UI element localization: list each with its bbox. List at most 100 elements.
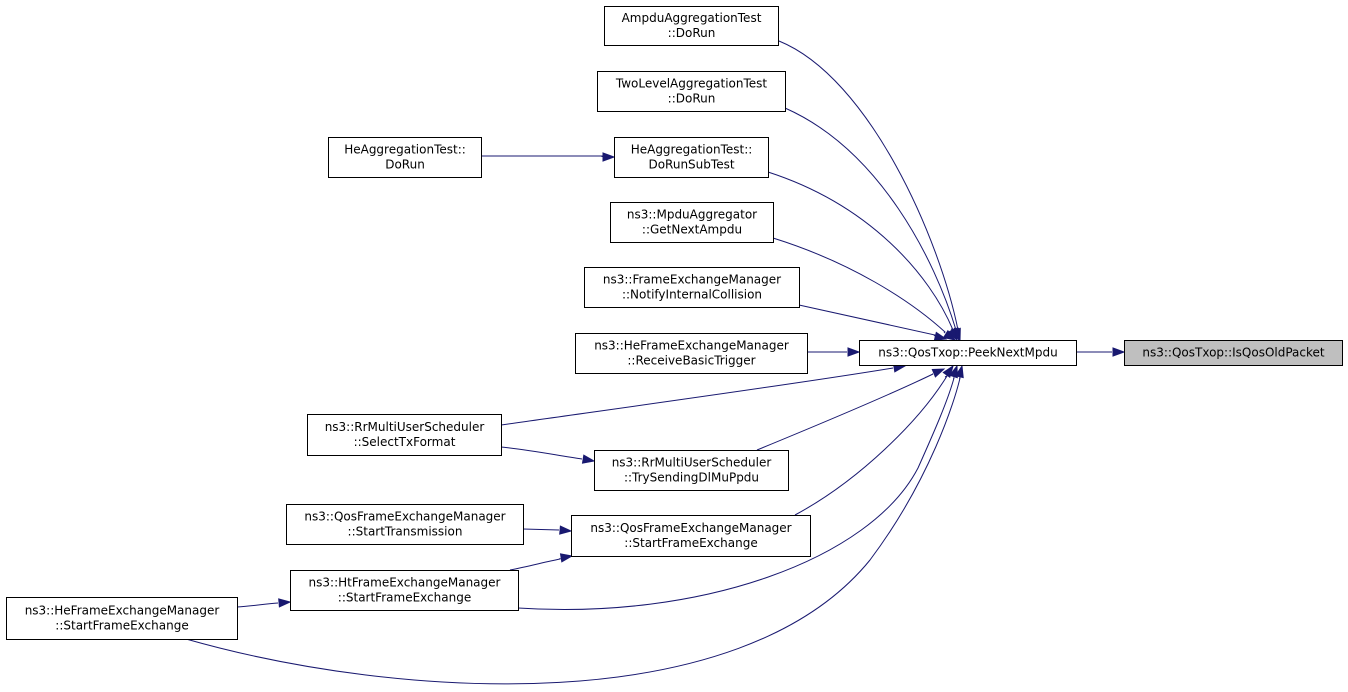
node-label: ns3::QosTxop::PeekNextMpdu [878,346,1057,360]
node-box [328,137,482,178]
node-label: ::ReceiveBasicTrigger [627,354,755,368]
edge-line [236,602,279,608]
edge-fem_notify-to-peek_next [798,304,948,341]
node-label: ::StartFrameExchange [55,619,188,633]
node-he-fem-start-fx[interactable]: ns3::HeFrameExchangeManager::StartFrameE… [6,597,238,640]
node-label: ns3::HtFrameExchangeManager [309,576,501,590]
edges-layer [185,40,1126,685]
edge-line [500,367,894,426]
node-label: ns3::HeFrameExchangeManager [25,604,220,618]
arrowhead-icon [559,525,573,535]
node-box [286,504,524,545]
edge-peek_next-to-qos_is_old [1076,347,1126,357]
node-box [597,71,786,112]
arrowhead-icon [602,152,616,162]
edge-qos_fem_start_fx-to-peek_next [794,364,954,516]
node-box [859,340,1077,366]
node-twolevel-test[interactable]: TwoLevelAggregationTest::DoRun [597,71,786,112]
node-box [1124,340,1343,366]
node-fem-notify[interactable]: ns3::FrameExchangeManager::NotifyInterna… [584,267,800,308]
node-label: ns3::QosTxop::IsQosOldPacket [1142,346,1325,360]
arrowhead-icon [278,598,292,608]
node-peek-next[interactable]: ns3::QosTxop::PeekNextMpdu [859,340,1077,366]
arrowhead-icon [1112,347,1126,357]
arrowhead-icon [559,553,574,563]
node-label: ::StartTransmission [348,525,463,539]
node-he-agg-dorun[interactable]: HeAggregationTest::DoRun [328,137,482,178]
edge-rr_try-to-peek_next [756,368,946,451]
node-label: TwoLevelAggregationTest [615,77,768,91]
arrowhead-icon [581,454,596,464]
node-label: ::NotifyInternalCollision [622,288,762,302]
node-ampdu-test[interactable]: AmpduAggregationTest::DoRun [604,6,779,46]
node-box [584,267,800,308]
edge-he_agg_subtest-to-peek_next [767,171,958,342]
node-box [571,515,811,557]
arrowhead-icon [847,347,861,357]
edge-he_fem_start_fx-to-ht_fem_start_fx [236,598,292,608]
node-label: ns3::HeFrameExchangeManager [594,339,789,353]
node-label: ::DoRun [668,92,716,106]
node-box [290,570,519,611]
node-label: AmpduAggregationTest [622,11,762,25]
node-label: ::TrySendingDlMuPpdu [624,471,759,485]
edge-line [481,155,603,157]
arrowhead-icon [931,368,946,378]
node-qos-fem-start-fx[interactable]: ns3::QosFrameExchangeManager::StartFrame… [571,515,811,557]
node-rr-select[interactable]: ns3::RrMultiUserScheduler::SelectTxForma… [307,414,502,456]
node-he-agg-subtest[interactable]: HeAggregationTest::DoRunSubTest [614,137,769,178]
edge-he_fem_start_fx-to-peek_next [185,364,964,685]
edge-line [772,237,946,334]
node-label: ::SelectTxFormat [354,435,456,449]
edge-line [517,377,955,611]
node-label: ns3::QosFrameExchangeManager [304,510,505,524]
arrowhead-icon [954,364,964,379]
edge-twolevel_test-to-peek_next [784,107,960,342]
edge-line [756,373,934,451]
edge-qos_fem_start_tx-to-qos_fem_start_fx [522,525,573,535]
node-rr-try[interactable]: ns3::RrMultiUserScheduler::TrySendingDlM… [594,450,789,491]
node-box [594,450,789,491]
edge-mpdu_agg-to-peek_next [772,237,957,341]
edge-rr_select-to-rr_try [500,446,596,464]
node-qos-is-old[interactable]: ns3::QosTxop::IsQosOldPacket [1124,340,1343,366]
edge-ht_fem_start_fx-to-qos_fem_start_fx [509,553,574,571]
node-label: ns3::FrameExchangeManager [603,273,781,287]
node-ht-fem-start-fx[interactable]: ns3::HtFrameExchangeManager::StartFrameE… [290,570,519,611]
node-label: DoRun [385,158,425,172]
node-box [307,414,502,456]
node-label: DoRunSubTest [648,158,734,172]
node-label: ns3::QosFrameExchangeManager [590,521,791,535]
node-mpdu-agg[interactable]: ns3::MpduAggregator::GetNextAmpdu [610,202,774,243]
edge-line [500,446,583,460]
edge-line [798,304,936,337]
edge-line [522,528,560,531]
node-box [575,333,808,374]
arrowhead-icon [942,329,957,341]
node-label: HeAggregationTest:: [631,143,753,157]
edge-line [784,107,957,331]
nodes-layer: ns3::QosTxop::IsQosOldPacket ns3::QosTxop… [6,6,1343,640]
node-label: ::StartFrameExchange [338,591,471,605]
node-box [604,6,779,46]
node-label: ns3::RrMultiUserScheduler [612,456,772,470]
node-label: ::GetNextAmpdu [642,223,742,237]
edge-line [767,171,954,332]
edge-he_agg_dorun-to-he_agg_subtest [481,152,616,162]
node-box [614,137,769,178]
node-box [6,597,238,640]
edge-line [185,377,961,685]
edge-line [509,558,561,571]
node-qos-fem-start-tx[interactable]: ns3::QosFrameExchangeManager::StartTrans… [286,504,524,545]
edge-line [778,40,959,332]
node-he-fem-trigger[interactable]: ns3::HeFrameExchangeManager::ReceiveBasi… [575,333,808,374]
node-label: HeAggregationTest:: [344,143,466,157]
edge-line [794,374,949,516]
node-label: ::DoRun [668,26,716,40]
edge-ampdu_test-to-peek_next [778,40,961,342]
edge-he_fem_trigger-to-peek_next [807,347,861,357]
arrowhead-icon [948,364,958,379]
arrowhead-icon [933,331,948,341]
node-box [610,202,774,243]
